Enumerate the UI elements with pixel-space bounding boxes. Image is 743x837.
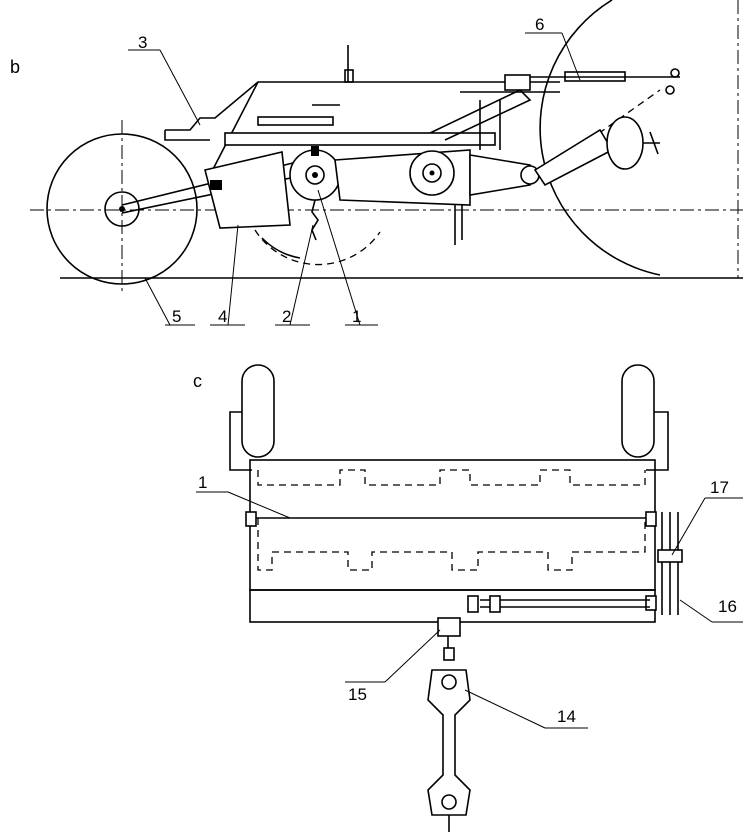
callout-6: 6 (535, 15, 544, 34)
hopper-top (165, 81, 560, 131)
wheel-left-bracket (229, 411, 252, 471)
upper-rod (257, 116, 334, 126)
callout-4: 4 (218, 307, 227, 326)
callout-c-1: 1 (198, 473, 207, 492)
chain-sprocket (657, 549, 683, 563)
callout-15: 15 (348, 685, 367, 704)
view-b-label: b (10, 57, 20, 77)
bearing-right-lower (645, 595, 657, 611)
tooth-row-upper (257, 469, 646, 486)
housing (204, 151, 291, 229)
housing-bracket (210, 180, 222, 190)
callout-17: 17 (710, 478, 729, 497)
tooth-row-lower (257, 518, 646, 571)
callout-14: 14 (557, 707, 576, 726)
rotor-arc (254, 229, 381, 266)
hopper-front-edge (209, 81, 259, 176)
upper-brace (429, 89, 532, 141)
callout-2: 2 (282, 307, 291, 326)
bearing-right (645, 511, 657, 527)
view-c-label: c (193, 371, 202, 391)
main-beam (224, 132, 496, 146)
chain (311, 199, 319, 241)
wheel-left (241, 364, 275, 458)
view-b: b (10, 0, 743, 326)
mast-base (344, 69, 354, 83)
callout-3: 3 (138, 33, 147, 52)
wheel-right (621, 364, 655, 458)
hitch-block (437, 617, 461, 637)
brace-block (504, 74, 531, 91)
tractor-wheel-arc (539, 0, 661, 276)
wheel-right-bracket (646, 411, 669, 471)
pto-tip (649, 131, 659, 155)
pto-joint (606, 116, 644, 170)
pto-shaft (533, 128, 614, 187)
coupling-a (467, 595, 479, 613)
callout-5: 5 (172, 307, 181, 326)
callout-16: 16 (718, 597, 737, 616)
drawbar (469, 154, 531, 196)
bearing-left (245, 511, 257, 527)
hitch-collar (443, 647, 455, 661)
coupling-b (489, 595, 501, 613)
callout-1: 1 (352, 307, 361, 326)
hopper-left (164, 130, 210, 141)
packer-wheel (46, 120, 198, 295)
rotor-arc-solid (261, 237, 301, 259)
view-c: c (193, 364, 743, 832)
pto-shaft-14 (427, 669, 471, 816)
